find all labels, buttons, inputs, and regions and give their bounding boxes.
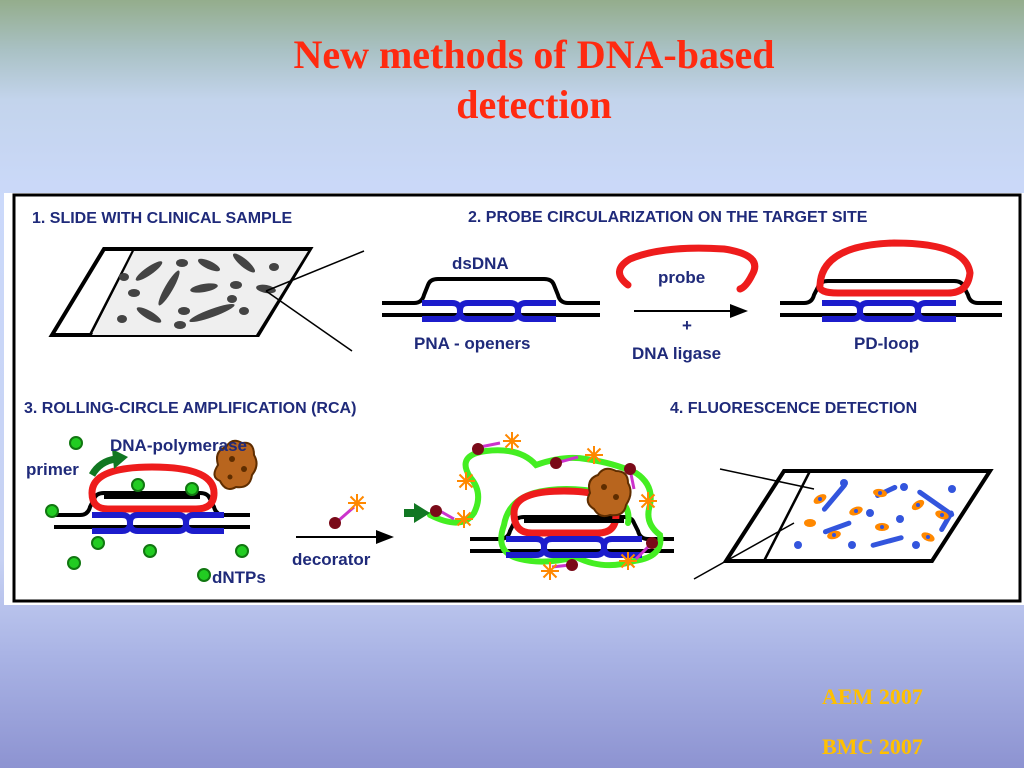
dna-detection-figure: 1. SLIDE WITH CLINICAL SAMPLE 2. PROBE C… [4, 193, 1024, 605]
panel-3-heading: 3. ROLLING-CIRCLE AMPLIFICATION (RCA) [24, 400, 356, 417]
circular-probe [816, 239, 974, 297]
title-line-2: detection [456, 82, 612, 127]
decorator-arrow [376, 530, 394, 544]
fluorophore-star-icon [347, 493, 367, 513]
decorator-oligos [430, 443, 658, 571]
decorator-step: decorator [292, 493, 394, 569]
rca-product [404, 431, 674, 581]
pna-openers-label: PNA - openers [414, 334, 531, 353]
dntp-molecules [45, 436, 249, 582]
primer-arrow [112, 449, 128, 469]
decorator-oligo-icon [329, 517, 341, 529]
slide-title: New methods of DNA-based detection [0, 30, 1024, 130]
dsdna-with-pna-openers: dsDNA PNA - openers [382, 254, 600, 353]
primer-label: primer [26, 460, 79, 479]
panel-2-heading: 2. PROBE CIRCULARIZATION ON THE TARGET S… [468, 209, 868, 226]
sample-cells [117, 253, 279, 329]
linear-probe [616, 244, 759, 293]
citation-bmc: BMC 2007 [822, 734, 923, 759]
figure-canvas: 1. SLIDE WITH CLINICAL SAMPLE 2. PROBE C… [12, 193, 1022, 603]
rca-initiation: DNA-polymerase primer dNTPs [26, 436, 266, 587]
pna-opener-right [480, 303, 556, 319]
figure-border [12, 193, 1022, 603]
fluorescent-signals [794, 479, 956, 549]
dna-polymerase-blob [213, 439, 258, 490]
pd-loop-structure: PD-loop [780, 239, 1002, 353]
dna-polymerase-label: DNA-polymerase [110, 436, 247, 455]
decorator-label: decorator [292, 550, 371, 569]
dntps-label: dNTPs [212, 568, 266, 587]
title-line-1: New methods of DNA-based [293, 32, 775, 77]
citation-aem: AEM 2007 [822, 684, 923, 709]
fluorescent-rca-products [804, 488, 949, 542]
clinical-sample-slide [48, 247, 365, 352]
ligation-arrow [730, 304, 748, 318]
dsdna-label: dsDNA [452, 254, 509, 273]
plus-sign: + [682, 316, 692, 335]
probe-label: probe [658, 268, 705, 287]
fluorescence-slide [693, 468, 994, 580]
pd-loop-label: PD-loop [854, 334, 919, 353]
rca-polymerase-blob [586, 467, 632, 518]
panel-1-heading: 1. SLIDE WITH CLINICAL SAMPLE [32, 210, 292, 227]
panel-4-heading: 4. FLUORESCENCE DETECTION [670, 400, 917, 417]
dna-ligase-label: DNA ligase [632, 344, 721, 363]
probe-ligation-step: probe + DNA ligase [616, 244, 759, 363]
circular-template [88, 463, 218, 513]
